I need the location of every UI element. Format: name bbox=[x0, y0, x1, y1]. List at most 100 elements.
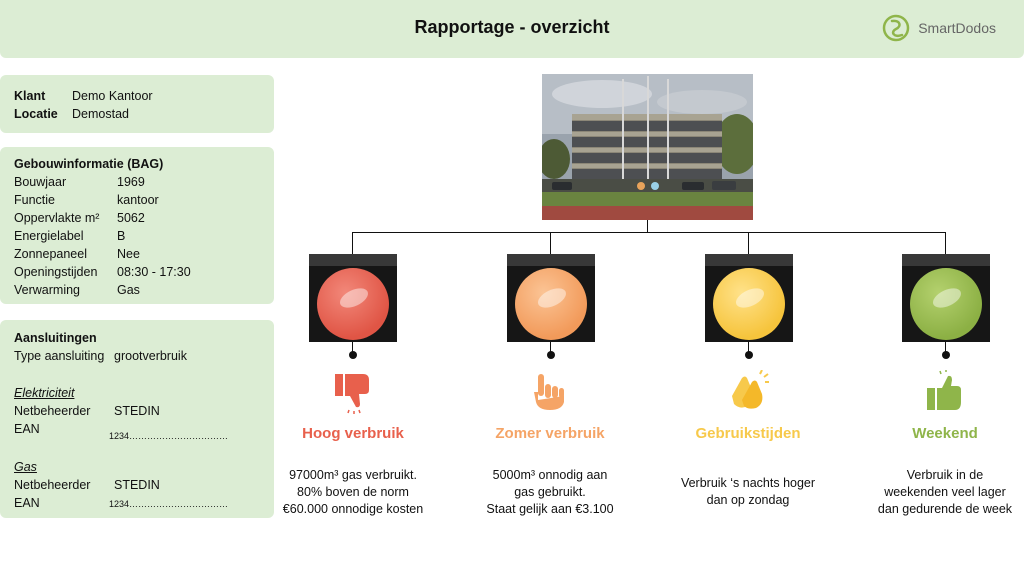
connector-dot bbox=[349, 351, 357, 359]
connector-line bbox=[748, 342, 749, 352]
ean-label: EAN bbox=[14, 422, 40, 436]
bag-row: Zonnepaneel Nee bbox=[14, 247, 140, 261]
electricity-ean-row: EAN 1234…………………………… bbox=[14, 422, 228, 441]
bag-label: Verwarming bbox=[14, 283, 80, 297]
connector-line bbox=[647, 220, 648, 232]
yellow-lamp bbox=[713, 268, 785, 340]
description-line: 5000m³ onnodig aan bbox=[492, 468, 608, 482]
building-photo bbox=[542, 74, 753, 220]
client-label: Klant bbox=[14, 89, 46, 103]
connector-line bbox=[352, 342, 353, 352]
bag-label: Energielabel bbox=[14, 229, 84, 243]
bag-value: B bbox=[117, 229, 126, 243]
red-lamp bbox=[317, 268, 389, 340]
client-row: Klant Demo Kantoor bbox=[14, 89, 153, 103]
bag-value: kantoor bbox=[117, 193, 159, 207]
location-row: Locatie Demostad bbox=[14, 107, 129, 121]
thumbs-up-icon bbox=[923, 370, 967, 414]
client-panel: Klant Demo Kantoor Locatie Demostad bbox=[0, 75, 274, 133]
electricity-title: Elektriciteit bbox=[14, 386, 75, 400]
location-label: Locatie bbox=[14, 107, 58, 121]
grid-operator-value: STEDIN bbox=[114, 478, 160, 492]
client-value: Demo Kantoor bbox=[72, 89, 153, 103]
connection-type-value: grootverbruik bbox=[114, 349, 187, 363]
gas-title: Gas bbox=[14, 460, 37, 474]
pointing-hand-icon bbox=[528, 370, 572, 414]
brand-name: SmartDodos bbox=[918, 20, 996, 36]
office-building-image bbox=[542, 74, 753, 220]
description-line: Staat gelijk aan €3.100 bbox=[486, 502, 614, 516]
grid-operator-label: Netbeheerder bbox=[14, 404, 91, 418]
grid-operator-value: STEDIN bbox=[114, 404, 160, 418]
connector-dot bbox=[745, 351, 753, 359]
bag-value: 5062 bbox=[117, 211, 145, 225]
thumbs-down-icon bbox=[331, 370, 375, 414]
description-line: dan gedurende de week bbox=[877, 502, 1013, 516]
description-line: Verbruik in de bbox=[906, 468, 984, 482]
orange-lamp bbox=[515, 268, 587, 340]
connector-line bbox=[945, 232, 946, 254]
traffic-light-yellow bbox=[705, 254, 793, 342]
category-title-high-usage: Hoog verbruik bbox=[302, 425, 404, 442]
traffic-light-cap bbox=[507, 254, 595, 266]
traffic-light-cap bbox=[902, 254, 990, 266]
bag-row: Oppervlakte m² 5062 bbox=[14, 211, 145, 225]
grid-operator-label: Netbeheerder bbox=[14, 478, 91, 492]
bag-label: Openingstijden bbox=[14, 265, 98, 279]
bag-row: Openingstijden 08:30 - 17:30 bbox=[14, 265, 191, 279]
building-info-title: Gebouwinformatie (BAG) bbox=[14, 157, 164, 171]
gas-grid-operator-row: Netbeheerder STEDIN bbox=[14, 478, 160, 492]
connector-line bbox=[945, 342, 946, 352]
page-title: Rapportage - overzicht bbox=[414, 17, 610, 37]
traffic-light-cap bbox=[705, 254, 793, 266]
connections-panel: Aansluitingen Type aansluiting grootverbr… bbox=[0, 320, 274, 518]
description-line: weekenden veel lager bbox=[884, 485, 1006, 499]
category-title-weekend: Weekend bbox=[912, 425, 978, 442]
connections-title: Aansluitingen bbox=[14, 331, 97, 345]
connection-type-row: Type aansluiting grootverbruik bbox=[14, 349, 187, 363]
bag-label: Bouwjaar bbox=[14, 175, 67, 189]
category-description-weekend: Verbruik in de weekenden veel lager dan … bbox=[845, 467, 1024, 518]
bag-value: Gas bbox=[117, 283, 140, 297]
bag-label: Zonnepaneel bbox=[14, 247, 87, 261]
connector-line bbox=[550, 342, 551, 352]
clapping-hands-icon bbox=[726, 369, 770, 414]
bag-row: Energielabel B bbox=[14, 229, 125, 243]
traffic-light-orange bbox=[507, 254, 595, 342]
connector-line bbox=[352, 232, 946, 233]
description-line: 97000m³ gas verbruikt. bbox=[289, 468, 417, 482]
category-description-summer-usage: 5000m³ onnodig aan gas gebruikt. Staat g… bbox=[450, 467, 650, 518]
connector-line bbox=[550, 232, 551, 254]
bag-row: Verwarming Gas bbox=[14, 283, 140, 297]
bag-label: Oppervlakte m² bbox=[14, 211, 100, 225]
category-title-usage-times: Gebruikstijden bbox=[695, 425, 801, 442]
green-lamp bbox=[910, 268, 982, 340]
page-header: Rapportage - overzicht SmartDodos bbox=[0, 0, 1024, 58]
category-description-high-usage: 97000m³ gas verbruikt. 80% boven de norm… bbox=[253, 467, 453, 518]
ean-label: EAN bbox=[14, 496, 40, 510]
connector-dot bbox=[547, 351, 555, 359]
brand-logo[interactable]: SmartDodos bbox=[882, 12, 996, 44]
traffic-light-green bbox=[902, 254, 990, 342]
smartdodos-logo-icon bbox=[882, 14, 910, 42]
traffic-light-cap bbox=[309, 254, 397, 266]
location-value: Demostad bbox=[72, 107, 129, 121]
connector-line bbox=[352, 232, 353, 254]
description-line: gas gebruikt. bbox=[514, 485, 586, 499]
category-title-summer-usage: Zomer verbruik bbox=[495, 425, 605, 442]
description-line: 80% boven de norm bbox=[297, 485, 409, 499]
electricity-grid-operator-row: Netbeheerder STEDIN bbox=[14, 404, 160, 418]
bag-value: Nee bbox=[117, 247, 140, 261]
description-line: dan op zondag bbox=[706, 493, 790, 507]
bag-value: 08:30 - 17:30 bbox=[117, 265, 191, 279]
traffic-light-red bbox=[309, 254, 397, 342]
description-line: €60.000 onnodige kosten bbox=[282, 502, 424, 516]
connector-line bbox=[748, 232, 749, 254]
category-description-usage-times: Verbruik ‘s nachts hoger dan op zondag bbox=[648, 475, 848, 509]
connection-type-label: Type aansluiting bbox=[14, 349, 105, 363]
ean-value: 1234…………………………… bbox=[109, 431, 229, 441]
